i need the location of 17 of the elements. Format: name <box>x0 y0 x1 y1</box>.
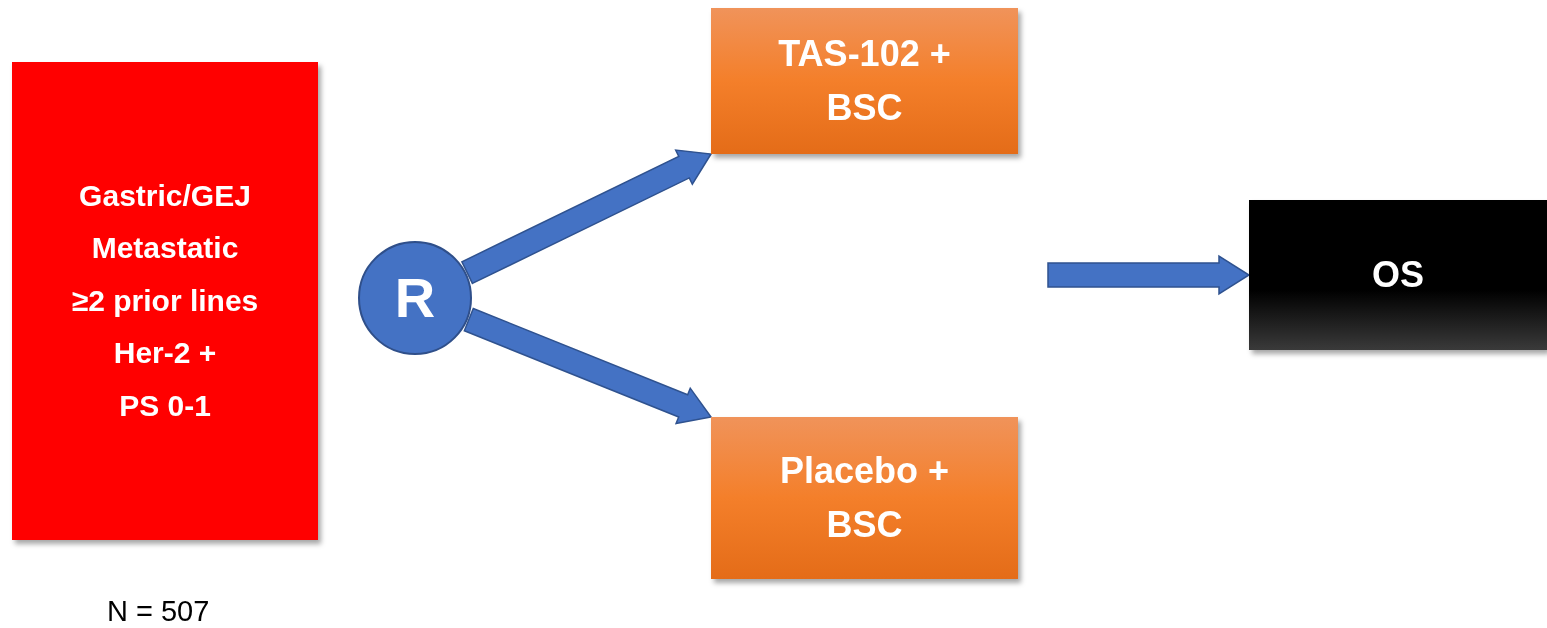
block-arrow <box>460 149 713 285</box>
outcome-box <box>1249 200 1547 350</box>
sample-size-note: N = 507 <box>107 595 210 628</box>
eligibility-box <box>12 62 318 540</box>
treatment-box <box>711 8 1018 154</box>
box-label: Metastatic <box>91 230 239 267</box>
box-label: Placebo + BSC <box>778 449 951 547</box>
treatment-box <box>711 417 1018 579</box>
box-label: Her-2 + <box>113 335 217 372</box>
box-label: ≥2 prior lines <box>71 282 259 319</box>
block-arrow <box>463 307 713 425</box>
box-label: TAS-102 + BSC <box>777 32 952 130</box>
box-label: OS <box>1372 253 1424 297</box>
box-label: Gastric/GEJ <box>79 177 251 214</box>
circle-label: R <box>394 265 436 332</box>
block-arrow <box>1047 254 1251 296</box>
box-label: PS 0-1 <box>119 387 211 424</box>
